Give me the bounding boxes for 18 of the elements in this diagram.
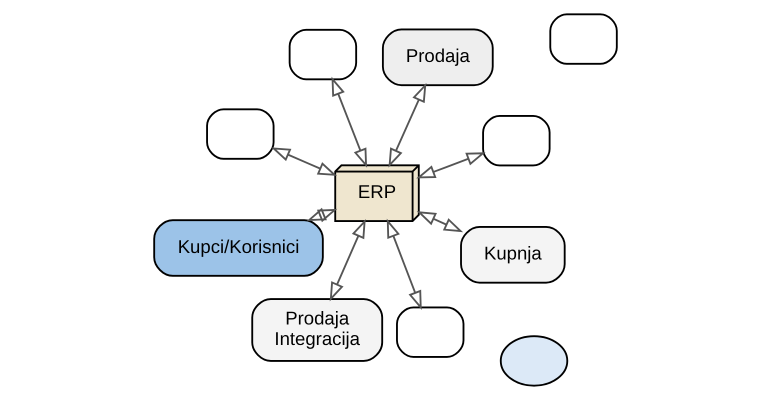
node-cloud — [499, 335, 568, 387]
node-box — [288, 28, 357, 80]
node-box: Kupci/Korisnici — [152, 219, 324, 277]
node-box: Prodaja Integracija — [250, 298, 383, 362]
node-box: Kupnja — [460, 226, 566, 284]
node-box — [206, 108, 274, 160]
arrow — [270, 147, 337, 176]
arrow — [329, 218, 366, 302]
arrow — [416, 211, 463, 232]
arrow — [416, 152, 486, 178]
node-box — [548, 13, 618, 65]
arrow — [331, 76, 367, 168]
arrow — [386, 218, 422, 310]
node-box — [396, 306, 464, 358]
node-box — [482, 115, 550, 166]
arrow — [306, 208, 337, 222]
node-box: Prodaja — [381, 28, 494, 86]
arrow — [388, 82, 426, 168]
